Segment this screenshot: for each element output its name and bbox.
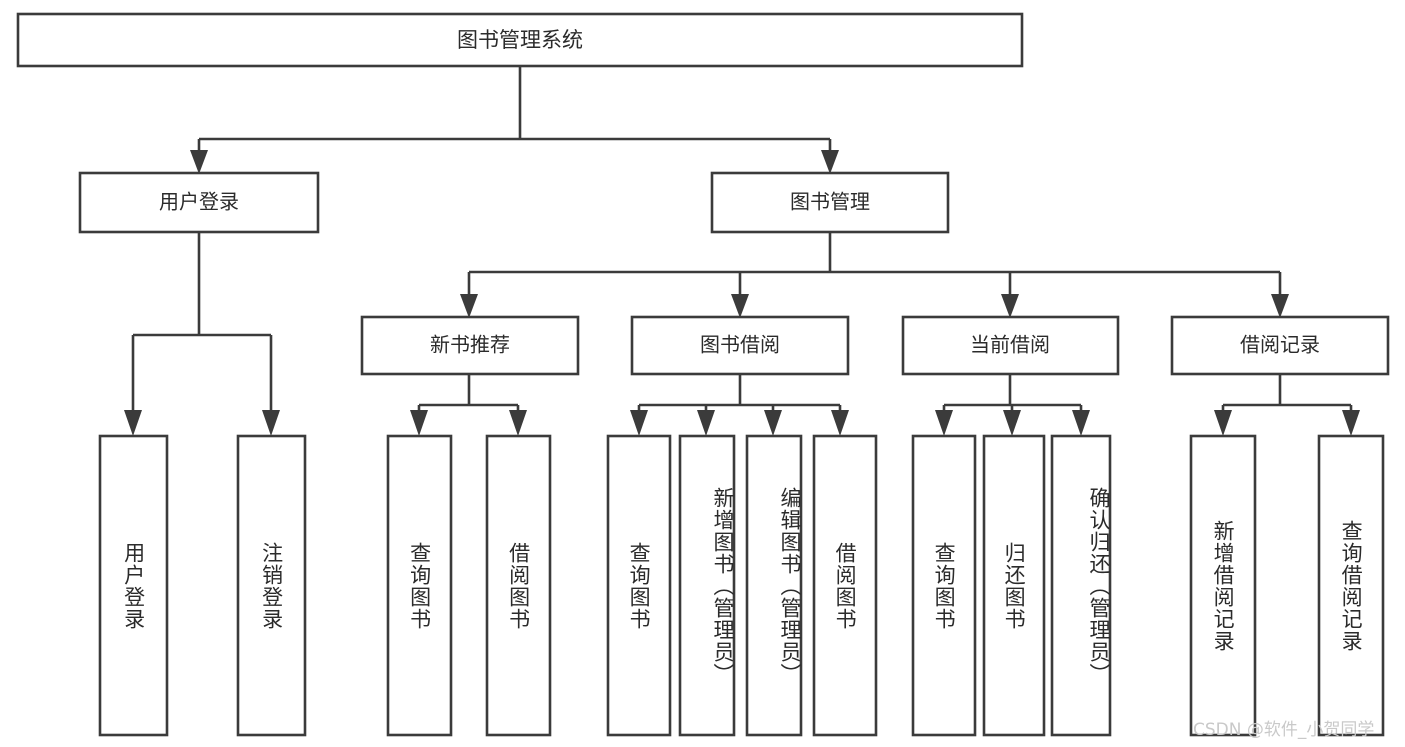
- leaf-box-query-book-3[interactable]: [911, 434, 977, 737]
- node-new-book-recommend-label: 新书推荐: [430, 333, 510, 357]
- leaf-box-add-record[interactable]: [1189, 434, 1257, 737]
- leaf-box-confirm-return[interactable]: [1050, 434, 1112, 737]
- node-book-borrow-label: 图书借阅: [700, 333, 780, 357]
- node-user-login[interactable]: 用户登录: [78, 171, 320, 234]
- node-root-box[interactable]: [16, 12, 1024, 68]
- arrow-leaf-query-book-2: [630, 410, 648, 436]
- leaf-box-query-book-2[interactable]: [606, 434, 672, 737]
- leaf-box-logout[interactable]: [236, 434, 307, 737]
- csdn-watermark: CSDN @软件_小贺同学: [1193, 720, 1375, 740]
- leaf-box-query-book-1[interactable]: [386, 434, 453, 737]
- node-book-borrow[interactable]: 图书借阅: [630, 315, 850, 376]
- arrow-leaf-query-book-1: [410, 410, 428, 436]
- leaf-box-return-book[interactable]: [982, 434, 1046, 737]
- arrow-leaf-add-record: [1214, 410, 1232, 436]
- arrow-to-new-book-rec: [460, 294, 478, 318]
- arrow-leaf-borrow-book-2: [831, 410, 849, 436]
- node-book-borrow-box[interactable]: [630, 315, 850, 376]
- leaf-box-user-login[interactable]: [98, 434, 169, 737]
- arrow-to-borrow-record: [1271, 294, 1289, 318]
- node-new-book-recommend-box[interactable]: [360, 315, 580, 376]
- arrow-leaf-confirm-return: [1072, 410, 1090, 436]
- node-borrow-record-label: 借阅记录: [1240, 333, 1320, 357]
- arrow-leaf-logout: [262, 410, 280, 436]
- arrow-leaf-add-book: [697, 410, 715, 436]
- node-borrow-record[interactable]: 借阅记录: [1170, 315, 1390, 376]
- arrow-to-user-login: [190, 150, 208, 174]
- node-root[interactable]: 图书管理系统: [16, 12, 1024, 68]
- node-root-label: 图书管理系统: [457, 28, 583, 52]
- node-current-borrow[interactable]: 当前借阅: [901, 315, 1120, 376]
- arrow-to-book-borrow: [731, 294, 749, 318]
- leaf-box-add-book[interactable]: [678, 434, 736, 737]
- arrow-to-current-borrow: [1001, 294, 1019, 318]
- arrow-leaf-query-record: [1342, 410, 1360, 436]
- arrow-leaf-edit-book: [764, 410, 782, 436]
- arrow-leaf-return-book: [1003, 410, 1021, 436]
- node-current-borrow-label: 当前借阅: [970, 333, 1050, 357]
- node-current-borrow-box[interactable]: [901, 315, 1120, 376]
- arrow-leaf-user-login: [124, 410, 142, 436]
- node-book-management[interactable]: 图书管理: [710, 171, 950, 234]
- leaf-box-borrow-book-1[interactable]: [485, 434, 552, 737]
- leaf-box-query-record[interactable]: [1317, 434, 1385, 737]
- node-book-management-label: 图书管理: [790, 190, 870, 214]
- connectors: [124, 66, 1360, 436]
- arrow-to-book-mgmt: [821, 150, 839, 174]
- leaf-box-borrow-book-2[interactable]: [812, 434, 878, 737]
- leaf-box-edit-book[interactable]: [745, 434, 803, 737]
- node-user-login-label: 用户登录: [159, 190, 239, 214]
- node-book-management-box[interactable]: [710, 171, 950, 234]
- node-borrow-record-box[interactable]: [1170, 315, 1390, 376]
- node-user-login-box[interactable]: [78, 171, 320, 234]
- node-new-book-recommend[interactable]: 新书推荐: [360, 315, 580, 376]
- arrow-leaf-query-book-3: [935, 410, 953, 436]
- arrow-leaf-borrow-book-1: [509, 410, 527, 436]
